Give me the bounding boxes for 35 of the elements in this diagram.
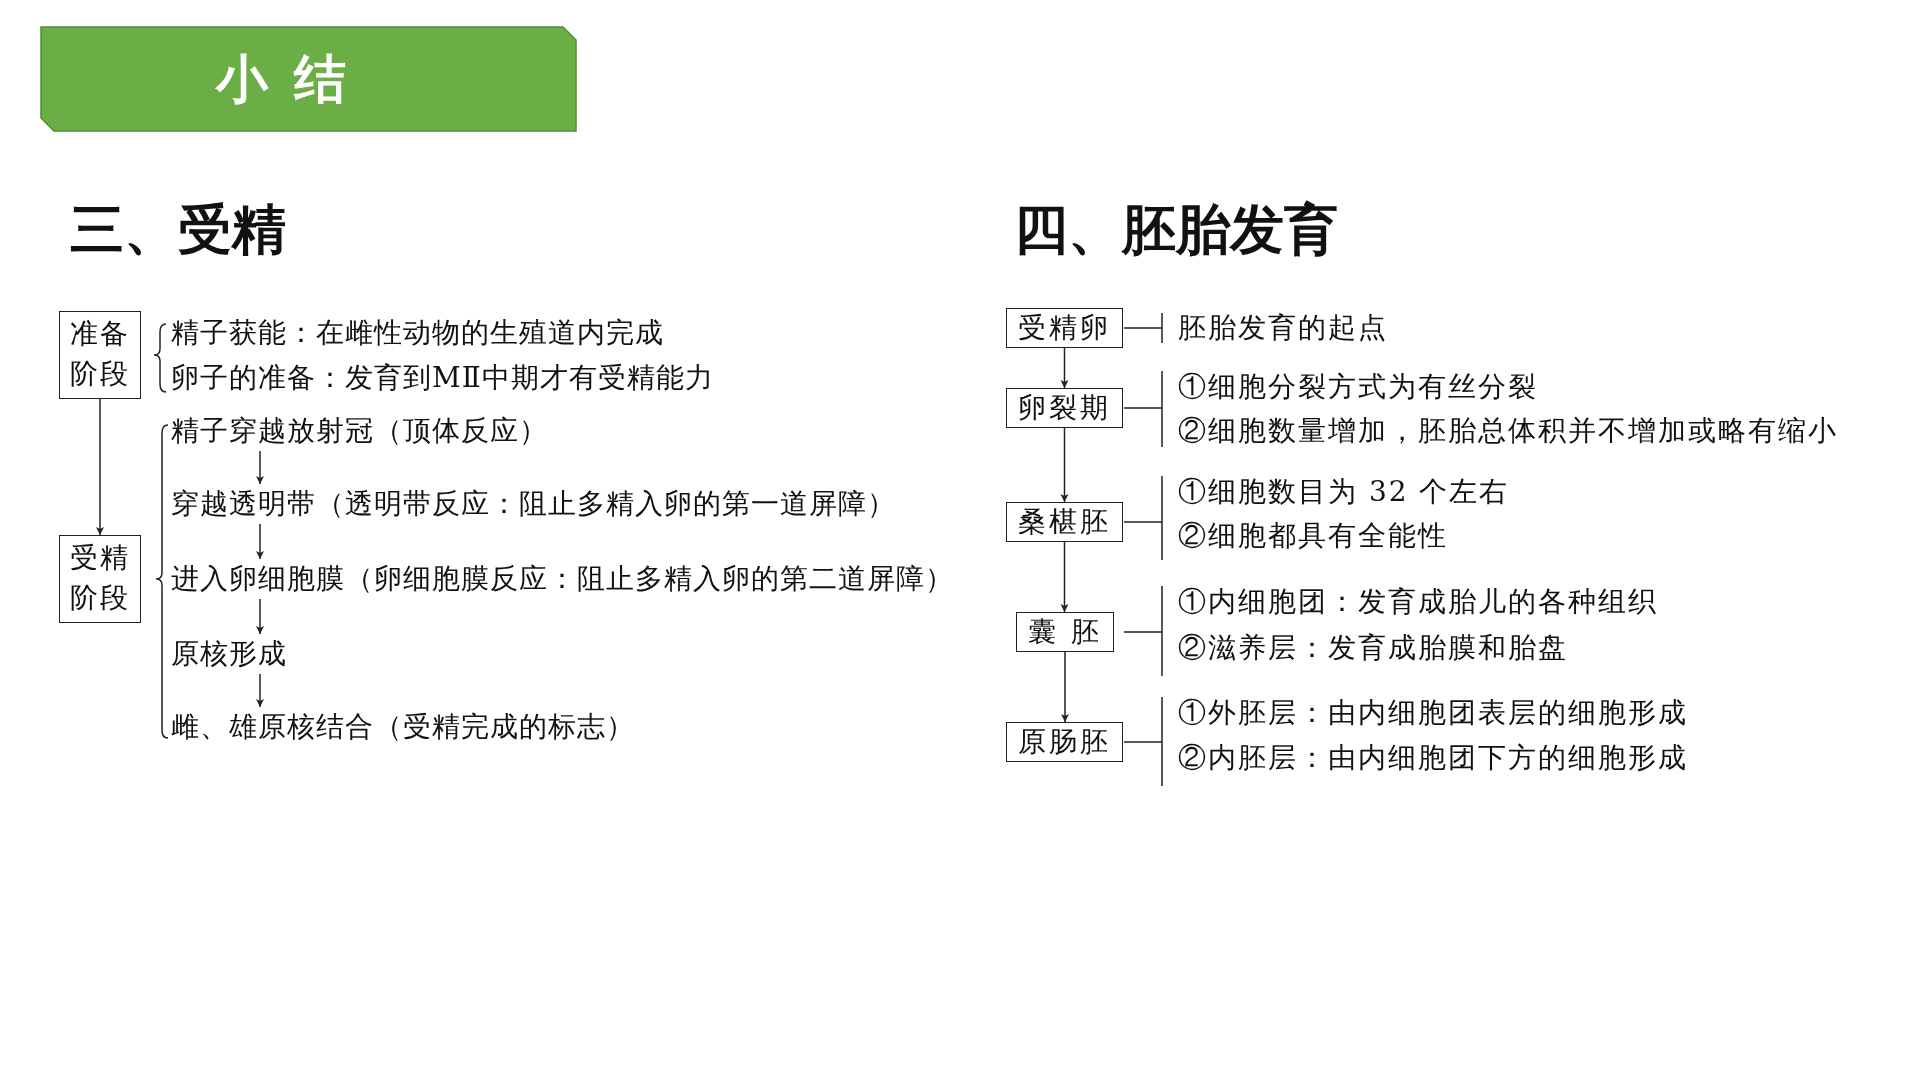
section-heading: 三、受精 xyxy=(70,198,286,262)
stage-box: 囊 胚 xyxy=(1016,612,1114,652)
step-text: 精子穿越放射冠（顶体反应） xyxy=(171,413,548,449)
note-text: ②滋养层：发育成胎膜和胎盘 xyxy=(1178,630,1568,666)
arrow xyxy=(256,673,264,708)
step-text: 进入卵细胞膜（卵细胞膜反应：阻止多精入卵的第二道屏障） xyxy=(171,561,954,597)
arrow xyxy=(256,450,264,485)
note-text: 卵子的准备：发育到MⅡ中期才有受精能力 xyxy=(171,360,714,396)
arrow xyxy=(1060,541,1069,613)
section-heading: 四、胚胎发育 xyxy=(1014,198,1338,262)
arrow xyxy=(1061,651,1069,723)
note-text: ②内胚层：由内细胞团下方的细胞形成 xyxy=(1178,740,1688,776)
step-text: 原核形成 xyxy=(171,636,287,672)
arrow xyxy=(1060,427,1069,503)
step-text: 雌、雄原核结合（受精完成的标志） xyxy=(171,709,635,745)
note-text: ②细胞数量增加，胚胎总体积并不增加或略有缩小 xyxy=(1178,413,1838,449)
note-text: ①内细胞团：发育成胎儿的各种组织 xyxy=(1178,584,1658,620)
arrow xyxy=(256,523,264,560)
note-text: ①细胞分裂方式为有丝分裂 xyxy=(1178,369,1538,405)
stage-box: 卵裂期 xyxy=(1006,388,1123,428)
stage-box: 受精阶段 xyxy=(59,535,141,623)
arrow xyxy=(256,598,264,635)
stage-box: 受精卵 xyxy=(1006,308,1123,348)
note-text: ①外胚层：由内细胞团表层的细胞形成 xyxy=(1178,695,1688,731)
note-text: 胚胎发育的起点 xyxy=(1178,310,1388,346)
arrow xyxy=(96,398,104,536)
note-text: ②细胞都具有全能性 xyxy=(1178,518,1448,554)
note-text: 精子获能：在雌性动物的生殖道内完成 xyxy=(171,315,664,351)
stage-box: 桑椹胚 xyxy=(1006,502,1123,542)
note-text: ①细胞数目为 32 个左右 xyxy=(1178,474,1510,510)
stage-box: 准备阶段 xyxy=(59,311,141,399)
stage-box: 原肠胚 xyxy=(1006,722,1123,762)
title: 小 结 xyxy=(216,48,351,110)
step-text: 穿越透明带（透明带反应：阻止多精入卵的第一道屏障） xyxy=(171,486,896,522)
arrow xyxy=(1060,347,1069,389)
